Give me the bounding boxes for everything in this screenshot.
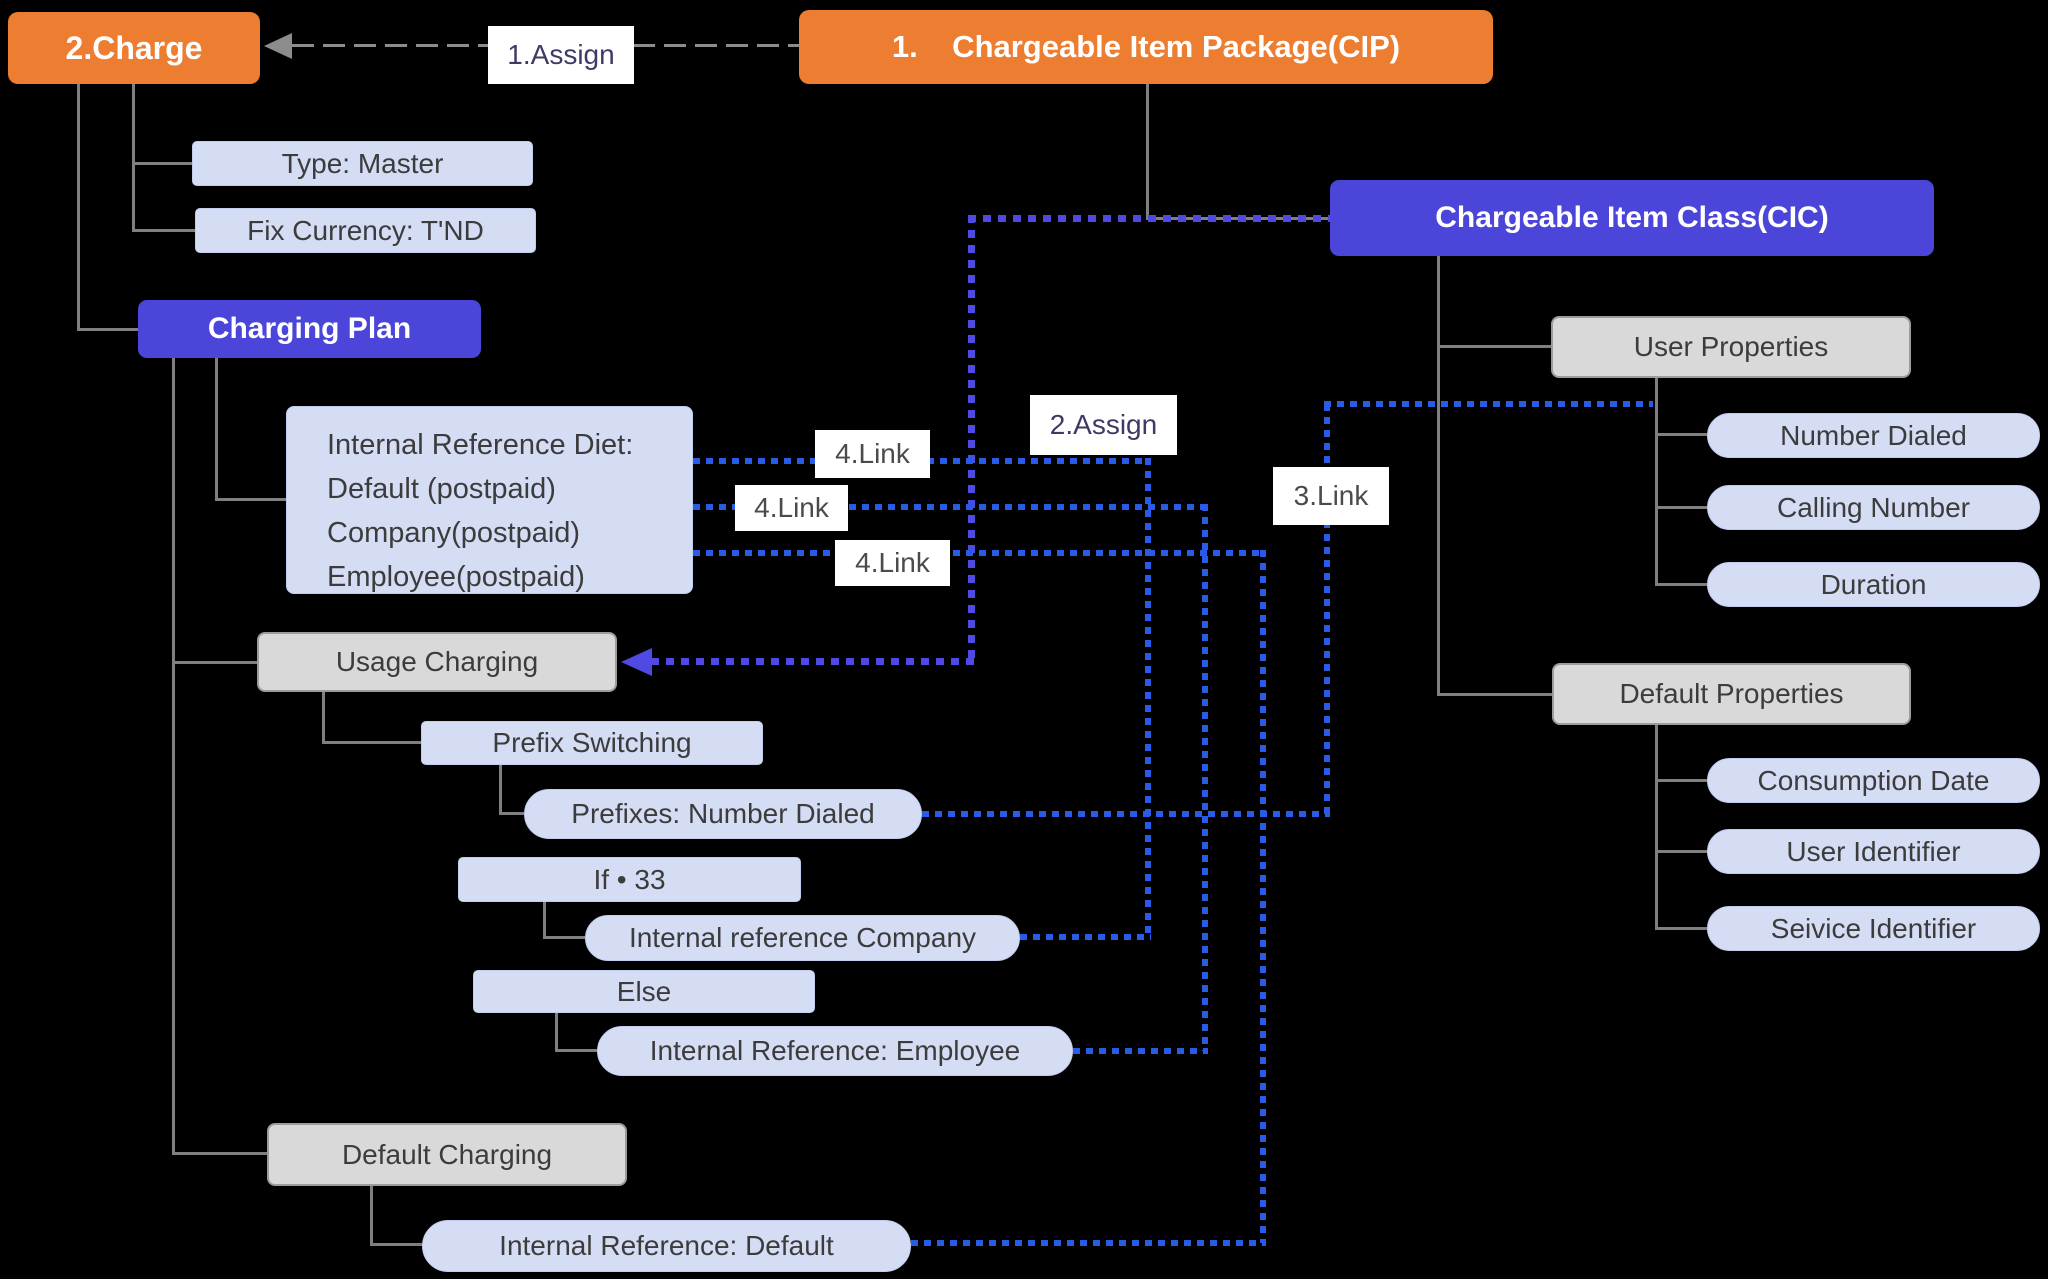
edge-assign1-arrowhead	[264, 33, 292, 59]
connector-to-consumptiondate-h	[1655, 779, 1707, 782]
node-user-identifier: User Identifier	[1707, 829, 2040, 874]
connector-defaultcharging-to-default-v	[370, 1186, 373, 1246]
node-user-properties: User Properties	[1551, 316, 1911, 378]
connector-charge-trunk2-v	[132, 84, 135, 231]
internal-reference-diet-line-2: Default (postpaid)	[327, 473, 556, 505]
internal-reference-diet-line-3: Company(postpaid)	[327, 517, 581, 549]
node-else: Else	[473, 970, 815, 1013]
connector-to-defaultcharging-h	[172, 1152, 267, 1155]
node-internal-reference-company: Internal reference Company	[585, 915, 1020, 961]
node-chargeable-item-class: Chargeable Item Class(CIC)	[1330, 180, 1934, 256]
node-usage-charging: Usage Charging	[257, 632, 617, 692]
node-prefixes-number-dialed: Prefixes: Number Dialed	[524, 789, 922, 839]
node-internal-reference-default: Internal Reference: Default	[422, 1220, 911, 1272]
connector-if33-to-company-h	[543, 936, 585, 939]
node-fix-currency: Fix Currency: T'ND	[195, 208, 536, 253]
edge-link4b-h-bottom	[1073, 1048, 1208, 1054]
node-consumption-date: Consumption Date	[1707, 758, 2040, 803]
node-calling-number: Calling Number	[1707, 485, 2040, 530]
node-chargeable-item-package: 1. Chargeable Item Package(CIP)	[799, 10, 1493, 84]
node-internal-reference-employee: Internal Reference: Employee	[597, 1026, 1073, 1076]
edge-link3-h-bottom	[922, 811, 1330, 817]
connector-if33-to-company-v	[543, 902, 546, 939]
edge-link3-v	[1324, 404, 1330, 817]
edge-link4b-v	[1202, 504, 1208, 1051]
connector-to-callingnumber-h	[1655, 506, 1707, 509]
edge-assign2-v	[968, 215, 975, 662]
edge-assign2-h-bottom	[651, 658, 975, 665]
edge-label-link4c: 4.Link	[835, 540, 950, 586]
node-prefix-switching: Prefix Switching	[421, 721, 763, 765]
connector-charge-to-chargingplan-h	[77, 328, 138, 331]
connector-usage-to-prefix-h	[322, 741, 421, 744]
edge-link4c-v	[1260, 550, 1266, 1243]
connector-to-typemaster-h	[132, 162, 192, 165]
node-duration: Duration	[1707, 562, 2040, 607]
connector-chargingplan-trunk-v	[172, 358, 175, 1155]
node-charging-plan: Charging Plan	[138, 300, 481, 358]
edge-assign2-h-top	[968, 215, 1330, 222]
edge-link4c-h-bottom	[911, 1240, 1266, 1246]
edge-link4c-h-top	[693, 550, 1266, 556]
connector-to-duration-h	[1655, 583, 1707, 586]
connector-to-useridentifier-h	[1655, 850, 1707, 853]
connector-cic-trunk-v	[1437, 256, 1440, 696]
edge-label-link4b: 4.Link	[735, 485, 848, 531]
connector-defaultcharging-to-default-h	[370, 1243, 422, 1246]
connector-to-defaultprops-h	[1437, 693, 1552, 696]
connector-to-fixcurrency-h	[132, 229, 195, 232]
node-if-33: If • 33	[458, 857, 801, 902]
connector-defaultprops-trunk-v	[1655, 725, 1658, 930]
connector-else-to-employee-h	[555, 1049, 597, 1052]
connector-chargingplan-to-ird-v	[215, 358, 218, 501]
node-number-dialed: Number Dialed	[1707, 413, 2040, 458]
edge-label-link3: 3.Link	[1273, 467, 1389, 525]
connector-usage-to-prefix-v	[322, 692, 325, 744]
connector-charge-trunk1-v	[77, 84, 80, 330]
edge-label-assign1: 1.Assign	[488, 26, 634, 84]
connector-to-seiviceidentifier-h	[1655, 927, 1707, 930]
connector-to-userprops-h	[1437, 345, 1551, 348]
edge-link4a-h-bottom	[1020, 934, 1151, 940]
internal-reference-diet-line-4: Employee(postpaid)	[327, 561, 585, 593]
node-internal-reference-diet: Internal Reference Diet: Default (postpa…	[286, 406, 693, 594]
node-default-charging: Default Charging	[267, 1123, 627, 1186]
edge-assign2-arrowhead	[621, 648, 652, 676]
edge-link4b-h-top	[693, 504, 1208, 510]
connector-to-numberdialed-h	[1655, 433, 1707, 436]
connector-chargingplan-to-ird-h	[215, 498, 286, 501]
node-type-master: Type: Master	[192, 141, 533, 186]
connector-prefix-to-prefixes-v	[499, 765, 502, 815]
connector-to-usagecharging-h	[172, 661, 257, 664]
edge-label-link4a: 4.Link	[815, 430, 930, 478]
node-charge: 2.Charge	[8, 12, 260, 84]
connector-else-to-employee-v	[555, 1013, 558, 1052]
node-default-properties: Default Properties	[1552, 663, 1911, 725]
connector-userprops-trunk-v	[1655, 378, 1658, 586]
edge-label-assign2: 2.Assign	[1030, 395, 1177, 455]
internal-reference-diet-line-1: Internal Reference Diet:	[327, 429, 634, 461]
node-seivice-identifier: Seivice Identifier	[1707, 906, 2040, 951]
connector-cip-to-cic-v	[1146, 84, 1149, 219]
edge-link3-h-top	[1324, 401, 1653, 407]
edge-link4a-v	[1145, 458, 1151, 937]
connector-prefix-to-prefixes-h	[499, 812, 524, 815]
